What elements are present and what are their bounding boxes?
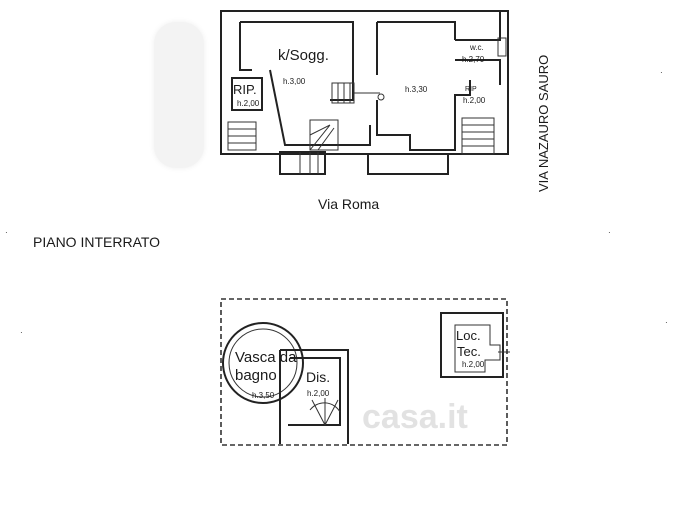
room-height: h.3,00	[283, 77, 306, 86]
door-knob	[377, 93, 385, 101]
basement-plan: Vasca da bagno h.3,50 Dis. h.2,00 Loc. T…	[220, 298, 510, 446]
watermark-logo: casa.it	[362, 398, 468, 436]
room-height: h.2,00	[462, 360, 485, 369]
right-unit-walls	[376, 12, 501, 151]
room-height: h.2,70	[462, 55, 485, 64]
mark-dot: ·	[20, 328, 23, 337]
room-label: RIP	[465, 86, 477, 93]
plan-title: PIANO INTERRATO	[33, 234, 160, 250]
mark-dot: ·	[608, 228, 611, 237]
mark-dot: ·	[660, 68, 663, 77]
street-label-via-roma: Via Roma	[318, 196, 379, 212]
stair-right-steps	[462, 124, 494, 147]
room-height: h.3,50	[252, 391, 275, 400]
dis-room	[279, 349, 349, 444]
room-height: h.2,00	[237, 99, 260, 108]
window	[497, 37, 507, 57]
room-label: Loc.	[456, 328, 481, 343]
outer-wall	[220, 10, 509, 155]
room-label: Tec.	[457, 344, 481, 359]
left-unit-walls	[239, 21, 371, 146]
street-label-via-nazauro-sauro: VIA NAZAURO SAURO	[536, 55, 551, 192]
spiral-stair-steps	[309, 124, 335, 151]
stair-mid-steps	[337, 83, 380, 103]
stair-left-steps	[228, 128, 256, 144]
room-label: w.c.	[469, 43, 484, 52]
room-label: RIP.	[233, 82, 257, 97]
stair-right	[461, 117, 495, 155]
mark-dot: ·	[5, 228, 8, 237]
room-label: Vasca da	[235, 349, 297, 366]
rip-room	[231, 77, 263, 111]
balcony	[367, 153, 449, 175]
room-label: k/Sogg.	[278, 47, 329, 64]
ground-floor-plan: k/Sogg. h.3,00 RIP. h.2,00 h.3,30 w.c. h…	[220, 10, 509, 175]
room-height: h.3,30	[405, 85, 428, 94]
vasca-inner-ring	[228, 328, 298, 398]
room-height: h.2,00	[463, 96, 486, 105]
entry-step-lines	[299, 152, 319, 174]
blurred-overlay	[154, 22, 204, 168]
room-height: h.2,00	[307, 389, 330, 398]
loc-tec-room	[440, 312, 504, 378]
loc-tec-inner	[454, 324, 501, 373]
mark-dot: ·	[665, 318, 668, 327]
room-label: bagno	[235, 367, 277, 384]
vasca-room	[222, 322, 304, 404]
entry-step	[279, 151, 326, 175]
dis-spiral-stair	[309, 398, 341, 427]
room-label: Dis.	[306, 369, 330, 385]
